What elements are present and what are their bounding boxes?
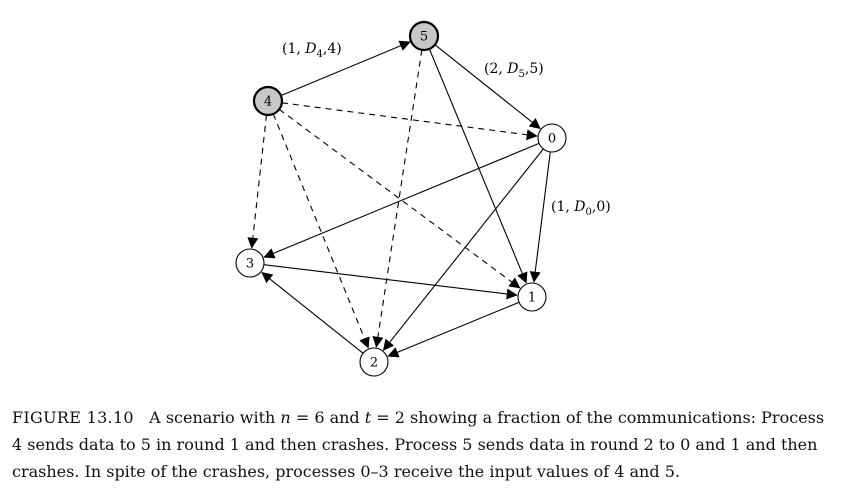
node-circle-3 [235,248,265,278]
communication-graph: 0 1 2 3 4 5 (1, D4,4) (2, D5,5) (1, D0,0) [235,20,611,377]
edge-4-to-1 [278,108,521,289]
edge-4-to-3 [247,114,268,249]
node-label-2: 2 [370,356,378,371]
node-circle-2 [359,347,389,377]
edge-0-to-1 [529,151,551,283]
node-label-1: 1 [528,291,536,306]
edge-4-to-2 [272,113,370,349]
caption-n-value: = 6 and [290,408,365,427]
edge-2-to-3 [261,271,364,354]
process-node-1: 1 [517,282,547,312]
node-label-0: 0 [548,132,556,147]
edge-5-to-2 [372,49,423,348]
node-label-4: 4 [264,95,272,110]
edge-0-to-2 [382,148,544,351]
caption-var-n: n [280,408,291,427]
caption-var-t: t [364,408,372,427]
edge-label-4-5: (1, D4,4) [282,41,342,60]
edge-label-0-1: (1, D0,0) [551,199,611,218]
edge-4-to-5 [280,40,411,97]
node-circle-1 [517,282,547,312]
process-node-3: 3 [235,248,265,278]
node-circle-0 [537,123,567,153]
process-node-2: 2 [359,347,389,377]
node-label-5: 5 [420,30,428,45]
edge-0-to-3 [263,142,540,259]
edge-label-5-0: (2, D5,5) [484,61,544,80]
node-circle-4 [252,85,284,117]
process-node-0: 0 [537,123,567,153]
edge-5-to-1 [428,48,528,284]
figure-caption: FIGURE 13.10 A scenario with n = 6 and t… [12,404,838,485]
edge-4-to-0 [281,102,538,141]
edge-1-to-2 [387,301,520,358]
nodes: 0 1 2 3 4 5 [235,20,567,377]
node-circle-5 [408,20,440,52]
process-node-4: 4 [252,85,284,117]
node-label-3: 3 [246,257,254,272]
edges [247,40,551,358]
edge-5-to-0 [434,44,541,130]
edge-3-to-1 [263,264,518,300]
process-node-5: 5 [408,20,440,52]
figure-number: FIGURE 13.10 [12,408,134,427]
caption-text-start: A scenario with [149,408,281,427]
caption-text-rest: = 2 showing a fraction of the communicat… [12,408,825,481]
